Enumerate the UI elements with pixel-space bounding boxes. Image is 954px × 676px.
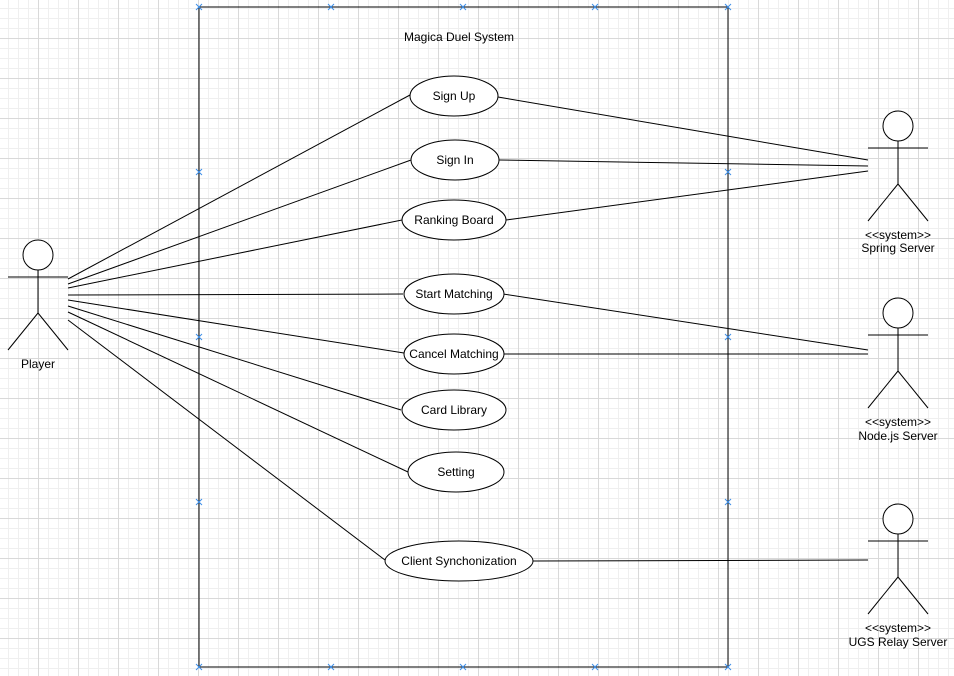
- association-player-sign-up[interactable]: [67, 94, 411, 280]
- use-case-ellipse[interactable]: [403, 333, 505, 375]
- selection-handle[interactable]: [195, 333, 203, 341]
- association-spring-sign-up[interactable]: [497, 96, 869, 161]
- selection-handle[interactable]: [327, 663, 335, 671]
- association-player-client-synchronization[interactable]: [67, 319, 386, 561]
- use-case-ellipse[interactable]: [403, 273, 505, 315]
- actor-stereotype: <<system>>: [865, 228, 931, 242]
- use-case-label: Setting: [437, 465, 474, 479]
- use-case-ellipse[interactable]: [409, 75, 499, 117]
- use-case-card-library[interactable]: Card Library: [401, 389, 507, 431]
- use-case-label: Start Matching: [415, 287, 492, 301]
- selection-handle[interactable]: [724, 663, 732, 671]
- use-case-sign-up[interactable]: Sign Up: [409, 75, 499, 117]
- actor-stereotype: <<system>>: [865, 415, 931, 429]
- actor-stereotype: <<system>>: [865, 621, 931, 635]
- association-spring-ranking-board[interactable]: [505, 170, 869, 221]
- selection-handle[interactable]: [195, 168, 203, 176]
- use-case-label: Ranking Board: [414, 213, 493, 227]
- actor-player[interactable]: Player: [7, 239, 69, 371]
- selection-handle[interactable]: [459, 663, 467, 671]
- use-case-ellipse[interactable]: [407, 451, 505, 493]
- actor-ugs-relay-server[interactable]: <<system>> UGS Relay Server: [849, 503, 948, 649]
- association-player-ranking-board[interactable]: [67, 219, 403, 289]
- selection-handle[interactable]: [591, 3, 599, 11]
- use-case-sign-in[interactable]: Sign In: [410, 139, 500, 181]
- association-player-cancel-matching[interactable]: [67, 299, 405, 354]
- use-case-ellipse[interactable]: [401, 389, 507, 431]
- actor-name: UGS Relay Server: [849, 635, 948, 649]
- selection-handle[interactable]: [591, 663, 599, 671]
- use-case-label: Client Synchonization: [401, 554, 516, 568]
- actor-name: Player: [21, 357, 55, 371]
- actor-spring-server[interactable]: <<system>> Spring Server: [861, 110, 935, 255]
- selection-handles: [195, 3, 732, 671]
- selection-handle[interactable]: [724, 3, 732, 11]
- association-player-start-matching[interactable]: [67, 293, 404, 296]
- actor-name: Node.js Server: [858, 429, 937, 443]
- use-case-ellipse[interactable]: [384, 540, 534, 582]
- selection-handle[interactable]: [724, 333, 732, 341]
- actor-figure[interactable]: [867, 110, 929, 222]
- use-case-label: Card Library: [421, 403, 487, 417]
- use-case-client-synchronization[interactable]: Client Synchonization: [384, 540, 534, 582]
- actor-nodejs-server[interactable]: <<system>> Node.js Server: [858, 297, 938, 443]
- association-player-sign-in[interactable]: [67, 159, 412, 285]
- association-player-card-library[interactable]: [67, 305, 402, 411]
- selection-handle[interactable]: [195, 663, 203, 671]
- use-cases: Sign Up Sign In Ranking Board Start Matc…: [384, 75, 534, 582]
- selection-handle[interactable]: [724, 498, 732, 506]
- use-case-ellipse[interactable]: [410, 139, 500, 181]
- actor-figure[interactable]: [7, 239, 69, 351]
- system-boundary[interactable]: Magica Duel System: [195, 3, 732, 671]
- use-case-label: Sign In: [436, 153, 473, 167]
- use-case-label: Cancel Matching: [409, 347, 498, 361]
- actor-figure[interactable]: [867, 297, 929, 409]
- actor-figure[interactable]: [867, 503, 929, 615]
- association-spring-sign-in[interactable]: [498, 159, 869, 167]
- selection-handle[interactable]: [195, 3, 203, 11]
- use-case-cancel-matching[interactable]: Cancel Matching: [403, 333, 505, 375]
- use-case-setting[interactable]: Setting: [407, 451, 505, 493]
- use-case-label: Sign Up: [433, 89, 476, 103]
- selection-handle[interactable]: [724, 168, 732, 176]
- actor-name: Spring Server: [861, 241, 934, 255]
- associations: [67, 94, 869, 562]
- association-player-setting[interactable]: [67, 311, 409, 473]
- use-case-ellipse[interactable]: [401, 199, 507, 241]
- association-nodejs-start-matching[interactable]: [502, 293, 869, 351]
- selection-handle[interactable]: [459, 3, 467, 11]
- use-case-start-matching[interactable]: Start Matching: [403, 273, 505, 315]
- association-ugs-client-synchronization[interactable]: [532, 559, 869, 562]
- selection-handle[interactable]: [195, 498, 203, 506]
- selection-handle[interactable]: [327, 3, 335, 11]
- system-title: Magica Duel System: [404, 30, 514, 44]
- use-case-ranking-board[interactable]: Ranking Board: [401, 199, 507, 241]
